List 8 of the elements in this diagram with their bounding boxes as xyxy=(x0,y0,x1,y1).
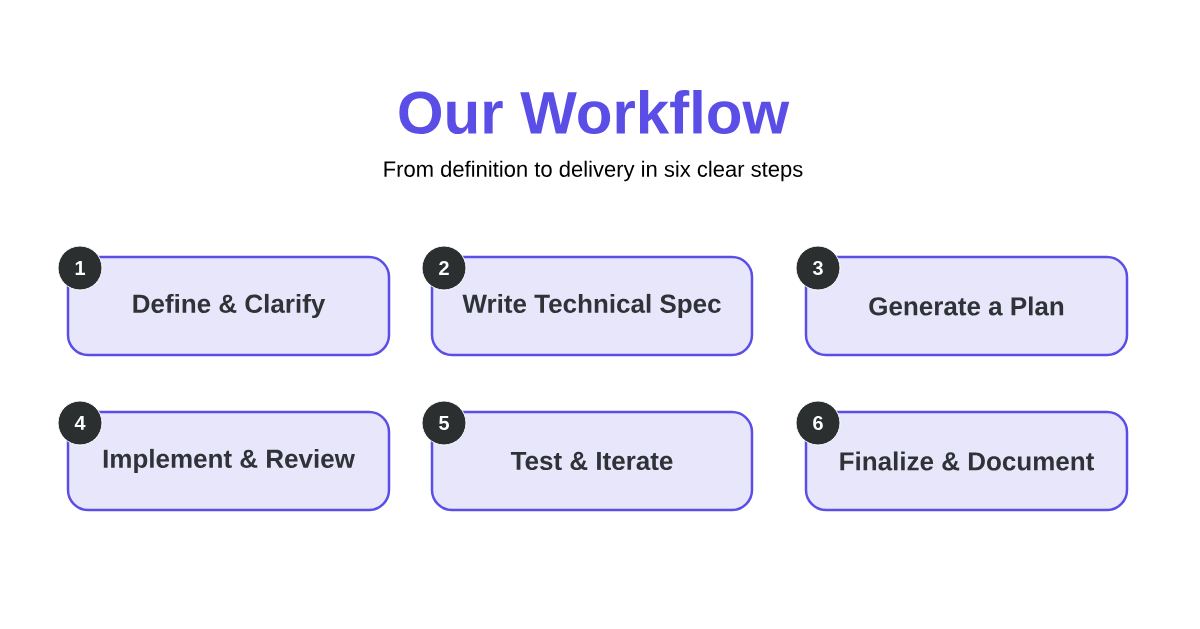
title: Our Workflow xyxy=(399,89,790,134)
step-number: 4 xyxy=(57,400,103,446)
subtitle: From definition to delivery in six clear steps xyxy=(384,160,803,182)
step-number: 5 xyxy=(421,400,467,446)
step-number: 3 xyxy=(795,245,841,291)
step-number: 2 xyxy=(421,245,467,291)
step-number: 6 xyxy=(795,400,841,446)
step-number: 1 xyxy=(57,245,103,291)
